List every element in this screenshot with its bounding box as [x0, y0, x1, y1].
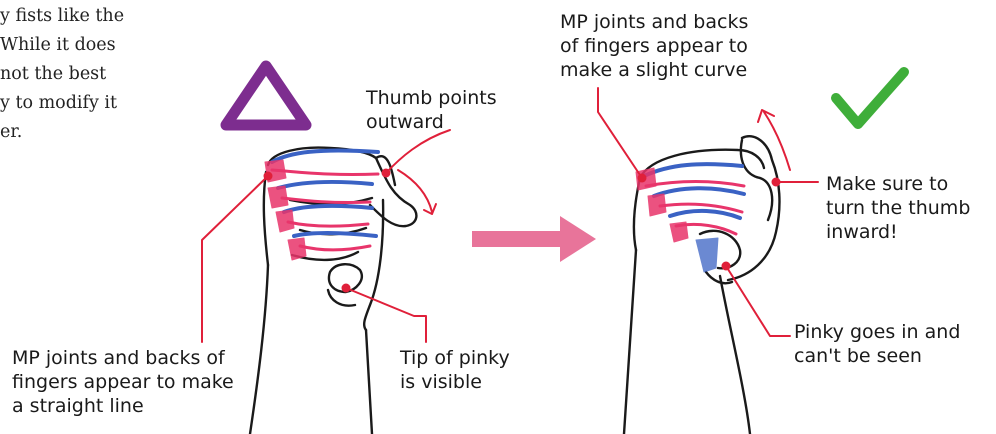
label-line: is visible — [400, 370, 510, 394]
left-callouts — [202, 130, 450, 342]
label-line: of fingers appear to — [560, 34, 748, 58]
left-pinky-label: Tip of pinky is visible — [400, 346, 510, 394]
thumb-callout-dot — [772, 178, 781, 187]
checkmark-icon — [836, 72, 904, 124]
label-line: a straight line — [12, 394, 234, 418]
label-line: outward — [366, 110, 497, 134]
mp-callout-dot — [638, 174, 647, 183]
label-line: Make sure to — [826, 172, 970, 196]
right-fist-guides — [636, 164, 744, 272]
thumb-outward-arrow — [398, 170, 432, 212]
left-thumb-label: Thumb points outward — [366, 86, 497, 134]
pinky-callout-dot — [342, 284, 351, 293]
label-line: Tip of pinky — [400, 346, 510, 370]
right-arrow-icon — [472, 216, 596, 262]
triangle-icon — [226, 66, 306, 125]
right-thumb-label: Make sure to turn the thumb inward! — [826, 172, 970, 244]
label-line: MP joints and backs — [560, 10, 748, 34]
label-line: Pinky goes in and — [794, 320, 960, 344]
label-line: Thumb points — [366, 86, 497, 110]
label-line: MP joints and backs of — [12, 346, 234, 370]
label-line: can't be seen — [794, 344, 960, 368]
label-line: make a slight curve — [560, 58, 748, 82]
mp-callout-dot — [264, 172, 273, 181]
right-pinky-label: Pinky goes in and can't be seen — [794, 320, 960, 368]
left-fist-guides — [265, 150, 378, 260]
thumb-callout-dot — [382, 169, 391, 178]
label-line: fingers appear to make — [12, 370, 234, 394]
label-line: turn the thumb — [826, 196, 970, 220]
left-mp-joints-label: MP joints and backs of fingers appear to… — [12, 346, 234, 418]
pinky-callout-dot — [722, 262, 731, 271]
thumb-inward-arrow — [764, 112, 790, 170]
label-line: inward! — [826, 220, 970, 244]
right-mp-joints-label: MP joints and backs of fingers appear to… — [560, 10, 748, 82]
